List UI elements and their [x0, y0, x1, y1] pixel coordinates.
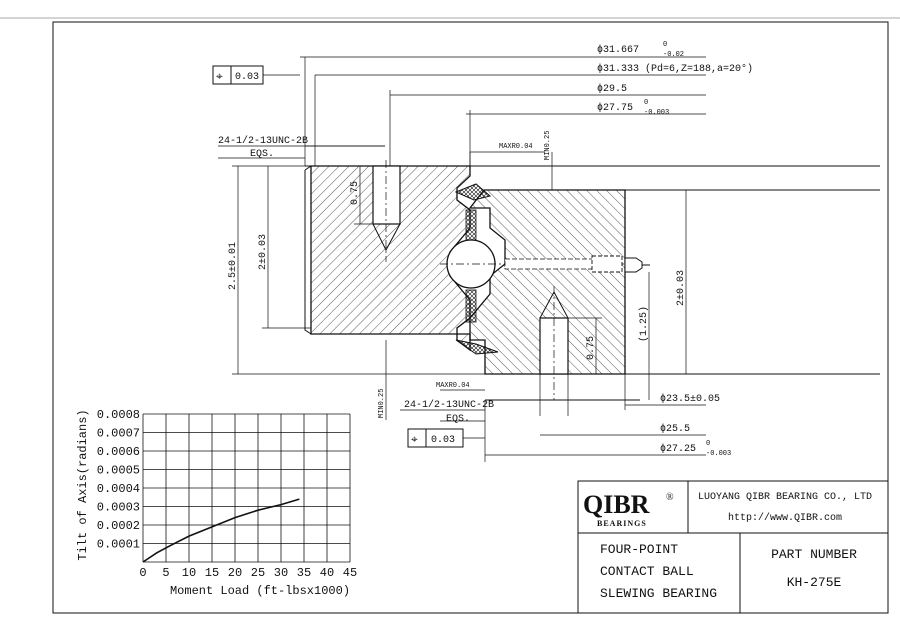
chart-x-tick: 40	[320, 566, 334, 580]
position-symbol-bottom: ⌖	[411, 432, 418, 446]
dim-d1-upper: 0	[663, 41, 667, 49]
dim-d6: ϕ25.5	[660, 423, 690, 435]
dim-height-inner: 2±0.03	[676, 270, 687, 306]
company-url: http://www.QIBR.com	[728, 512, 842, 524]
chart-series-line	[142, 498, 300, 563]
dim-thread-depth-inner: 0.75	[586, 336, 597, 360]
chart-x-tick: 25	[251, 566, 265, 580]
cage-top	[465, 209, 477, 241]
eqs-top: EQS.	[250, 149, 274, 160]
description-line-3: SLEWING BEARING	[600, 586, 717, 601]
thread-callout-top: 24-1/2-13UNC-2B	[218, 135, 308, 147]
ball	[446, 239, 496, 289]
inner-ring	[468, 189, 626, 375]
chart-y-tick: 0.0003	[97, 501, 140, 515]
dim-d1: ϕ31.667	[597, 44, 639, 56]
grease-channel	[504, 258, 601, 270]
dim-d7-upper: 0	[706, 440, 710, 448]
company-logo: QIBR	[583, 490, 650, 519]
dim-d1-lower: -0.02	[663, 51, 684, 59]
dimension-text: ϕ31.667 0 -0.02 ϕ31.333 (Pd=6,Z=188,a=20…	[216, 41, 753, 458]
dim-thread-depth-outer: 0.75	[350, 181, 361, 205]
chart-x-axis-label: Moment Load (ft-lbsx1000)	[170, 584, 350, 598]
logo-registered: ®	[666, 492, 674, 503]
chart-y-tick: 0.0002	[97, 519, 140, 533]
fcf-bottom-value: 0.03	[431, 435, 455, 446]
chart-x-tick: 30	[274, 566, 288, 580]
part-number-label: PART NUMBER	[771, 547, 857, 562]
chart-x-tick: 45	[343, 566, 357, 580]
chart-y-tick-labels: 0.0001 0.0002 0.0003 0.0004 0.0005 0.0006 0.00…	[97, 408, 140, 552]
dim-d2: ϕ31.333 (Pd=6,Z=188,a=20°)	[597, 63, 753, 75]
dim-height-outer: 2±0.03	[258, 234, 269, 270]
dim-height-total: 2.5±0.01	[228, 242, 239, 290]
chart-x-tick: 0	[139, 566, 146, 580]
company-name: LUOYANG QIBR BEARING CO., LTD	[698, 492, 872, 503]
position-symbol-top: ⌖	[216, 69, 223, 83]
chart-x-tick: 10	[182, 566, 196, 580]
chart-y-axis-label: Tilt of Axis(radians)	[76, 409, 90, 560]
part-number-value: KH-275E	[787, 575, 842, 590]
chart-x-tick: 35	[297, 566, 311, 580]
dim-d4: ϕ27.75	[597, 102, 633, 114]
logo-subtitle: BEARINGS	[597, 519, 647, 528]
chart-y-tick: 0.0006	[97, 445, 140, 459]
chart-x-tick: 5	[162, 566, 169, 580]
chart-y-tick: 0.0001	[97, 538, 140, 552]
dim-gap: (1.25)	[638, 306, 650, 342]
dim-d7-lower: -0.003	[706, 450, 731, 458]
chart-y-tick: 0.0004	[97, 482, 140, 496]
seal-bottom	[455, 339, 499, 355]
chart-x-tick: 20	[228, 566, 242, 580]
description-line-2: CONTACT BALL	[600, 564, 694, 579]
seal-top	[454, 183, 492, 201]
grease-nipple	[624, 257, 643, 273]
chart-y-tick: 0.0008	[97, 408, 140, 422]
dim-d4-lower: -0.003	[644, 109, 669, 117]
chamfer-min-top: MIN0.25	[544, 131, 552, 160]
dimension-lines	[218, 56, 706, 462]
grease-fitting	[591, 255, 623, 273]
outer-bolt-hole	[372, 165, 401, 225]
chamfer-max-top: MAXR0.04	[499, 143, 533, 151]
thread-callout-bottom: 24-1/2-13UNC-2B	[404, 399, 494, 411]
cage-bottom	[465, 289, 477, 323]
fcf-top-value: 0.03	[235, 72, 259, 83]
dim-d7: ϕ27.25	[660, 443, 696, 455]
sheet-border	[52, 21, 889, 614]
title-block: QIBR ® BEARINGS LUOYANG QIBR BEARING CO.…	[577, 480, 889, 614]
chart-x-tick-labels: 0 5 10 15 20 25 30 35 40 45	[139, 566, 357, 580]
dim-d3: ϕ29.5	[597, 83, 627, 95]
chart-y-tick: 0.0007	[97, 427, 140, 441]
dim-d5: ϕ23.5±0.05	[660, 393, 720, 405]
chamfer-max-bottom: MAXR0.04	[436, 382, 470, 390]
dim-d4-upper: 0	[644, 99, 648, 107]
chart-y-tick: 0.0005	[97, 464, 140, 478]
chart-grid	[142, 413, 351, 563]
chamfer-min-bottom: MIN0.25	[378, 389, 386, 418]
bearing-section	[304, 160, 880, 401]
description-line-1: FOUR-POINT	[600, 542, 678, 557]
fcf-bottom	[407, 428, 485, 448]
eqs-bottom: EQS.	[446, 414, 470, 425]
fcf-top	[212, 65, 300, 85]
chart-x-tick: 15	[205, 566, 219, 580]
